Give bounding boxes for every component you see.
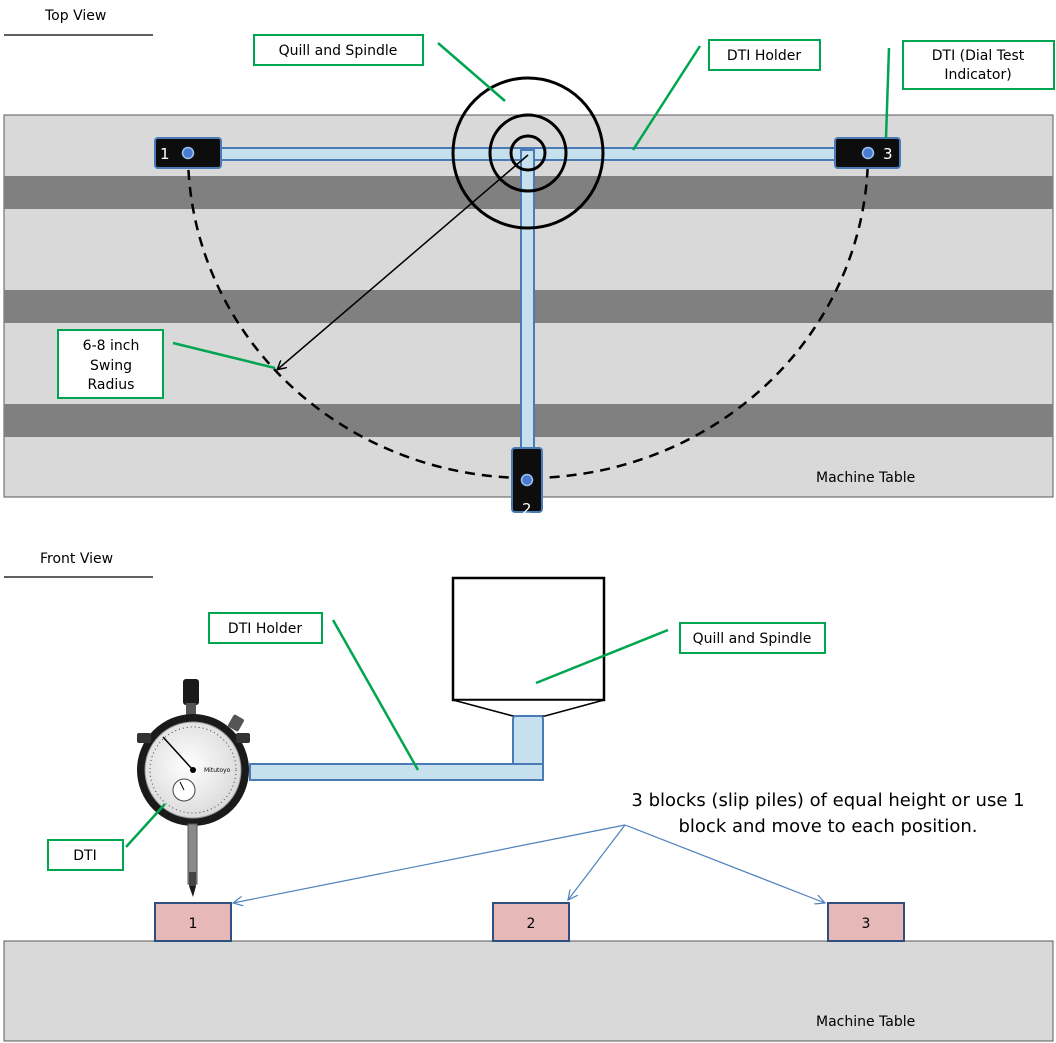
- callout-text-line2: Swing: [90, 358, 132, 374]
- dial-brand: Mitutoyo: [204, 767, 231, 774]
- callout-text-line2: Indicator): [944, 67, 1011, 83]
- position-label-2: 2: [522, 500, 532, 518]
- dial-top-cap: [183, 679, 199, 705]
- dial-lug-left: [137, 733, 151, 743]
- arrow-to-block-2: [568, 824, 626, 900]
- callout-leader: [125, 803, 166, 848]
- dial-needle: [162, 736, 194, 771]
- callout-text: DTI Holder: [228, 621, 302, 637]
- callout-dti-holder-top: DTI Holder: [631, 39, 821, 151]
- top-view: Top View Machine Table 1 3: [3, 8, 1055, 518]
- callout-leader: [331, 619, 420, 771]
- front-machine-table: [3, 940, 1054, 1042]
- front-view-title: Front View: [40, 551, 113, 567]
- top-table-label: Machine Table: [816, 470, 915, 486]
- callout-box: [253, 34, 424, 66]
- quill-taper: [452, 699, 605, 717]
- block-rect: [492, 902, 570, 942]
- quill-middle-circle: [488, 113, 568, 193]
- arrow-to-block-3: [624, 824, 825, 903]
- block-2: 2: [492, 902, 570, 942]
- block-1: 1: [154, 902, 232, 942]
- dial-sub-needle: [179, 781, 185, 791]
- block-rect: [827, 902, 905, 942]
- callout-leader: [437, 42, 506, 102]
- dial-lug-right: [236, 733, 250, 743]
- holder-arm-front: [249, 763, 544, 781]
- position-label-1: 1: [160, 145, 170, 163]
- block-3: 3: [827, 902, 905, 942]
- dti-tip-1: [181, 146, 195, 160]
- dti-position-3: 3: [834, 137, 901, 169]
- front-table-label: Machine Table: [816, 1014, 915, 1030]
- callout-quill-front: Quill and Spindle: [535, 622, 826, 685]
- callout-leader: [631, 45, 702, 151]
- swing-radius-arc: [186, 152, 870, 480]
- callout-box: [47, 839, 124, 871]
- callout-quill-top: Quill and Spindle: [253, 34, 506, 102]
- spindle-circle: [509, 134, 547, 172]
- dti-position-2: 2: [511, 447, 543, 518]
- callout-box: [902, 40, 1055, 90]
- callout-leader: [535, 628, 669, 685]
- callout-leader: [884, 47, 891, 139]
- callout-text: DTI: [73, 848, 96, 864]
- callout-text-line3: Radius: [88, 377, 135, 393]
- callout-text-line1: DTI (Dial Test: [932, 48, 1025, 64]
- dial-stem-top: [186, 703, 196, 717]
- dial-indicator: Mitutoyo: [137, 679, 250, 897]
- quill-outer-circle: [451, 76, 605, 230]
- dti-position-1: 1: [154, 137, 222, 169]
- quill-body: [451, 576, 606, 702]
- block-label: 3: [862, 916, 871, 932]
- dti-tip-3: [861, 146, 875, 160]
- blocks-note-line1: 3 blocks (slip piles) of equal height or…: [631, 790, 1024, 811]
- radius-arrow: [278, 154, 529, 369]
- callout-dti-holder-front: DTI Holder: [208, 612, 420, 771]
- position-label-3: 3: [883, 145, 893, 163]
- callout-swing-radius: 6-8 inch Swing Radius: [57, 329, 276, 399]
- dti-tip-2: [520, 473, 534, 487]
- callout-box: [57, 329, 164, 399]
- callout-text: DTI Holder: [727, 48, 801, 64]
- callout-text-line1: 6-8 inch: [83, 338, 140, 354]
- front-view: Front View Machine Table Mitutoyo: [3, 551, 1054, 1042]
- dial-lock-knob: [228, 714, 244, 732]
- block-label: 2: [527, 916, 536, 932]
- dial-contact-sleeve: [189, 872, 196, 886]
- callout-box: [679, 622, 826, 654]
- callout-text: Quill and Spindle: [693, 631, 812, 647]
- blocks-note-line2: block and move to each position.: [678, 816, 977, 837]
- dial-contact-tip: [189, 886, 196, 897]
- top-view-title: Top View: [44, 8, 106, 24]
- block-rect: [154, 902, 232, 942]
- callout-box: [208, 612, 323, 644]
- block-label: 1: [189, 916, 198, 932]
- callout-leader: [172, 341, 276, 370]
- callout-dti-top: DTI (Dial Test Indicator): [884, 40, 1055, 139]
- arrow-to-block-1: [233, 824, 626, 903]
- dial-hub: [190, 767, 196, 773]
- callout-text: Quill and Spindle: [279, 43, 398, 59]
- holder-arm-vertical: [520, 149, 535, 451]
- callout-dti-front: DTI: [47, 803, 166, 871]
- callout-box: [708, 39, 821, 71]
- dial-ticks: [149, 726, 237, 814]
